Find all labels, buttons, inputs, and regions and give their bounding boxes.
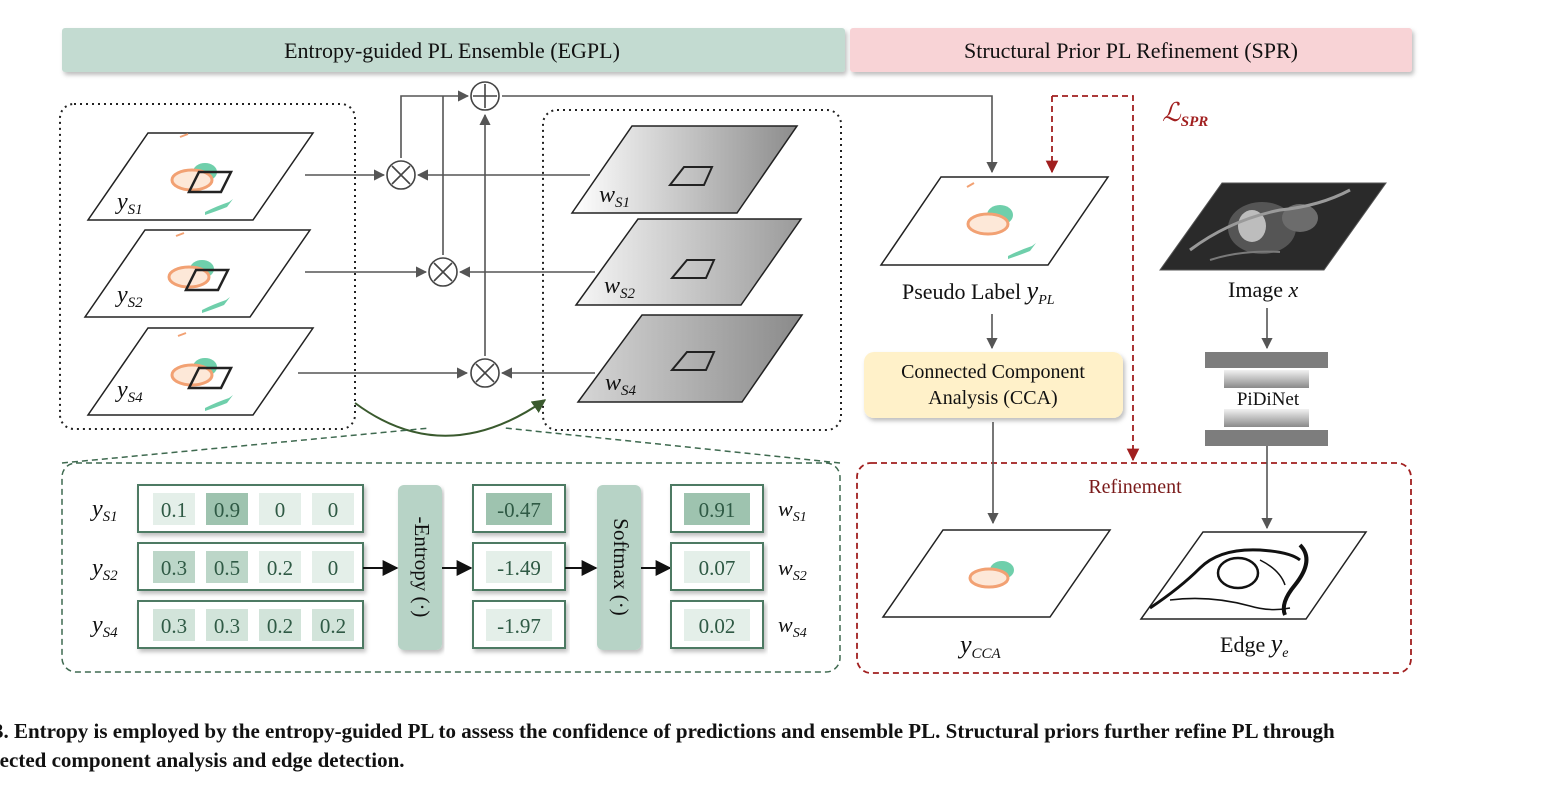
weight-value: 0.07 [699, 556, 736, 580]
edge-caption: Edge ye [1220, 629, 1288, 661]
table-wlabel-s4: wS4 [778, 612, 807, 641]
weight-map-s2: wS2 [574, 218, 803, 306]
entropy-op-label: -Entropy (·) [410, 517, 434, 618]
ensemble-arrows [298, 90, 998, 379]
prob-cell: 0.2 [267, 614, 293, 638]
figure-caption: 3. Entropy is employed by the entropy-gu… [0, 717, 1557, 775]
prediction-map-s1: yS1 [86, 132, 315, 221]
prob-cell: 0.3 [214, 614, 240, 638]
refinement-frame [856, 462, 1412, 674]
pidinet-block: PiDiNet [1205, 352, 1328, 446]
table-row-label-s1: yS1 [90, 496, 118, 525]
prob-cell: 0 [328, 556, 339, 580]
label-w-s1: wS1 [599, 182, 630, 211]
egpl-spr-diagram: Entropy-guided PL Ensemble (EGPL) Struct… [59, 28, 1412, 674]
table-row-label-s4: yS4 [90, 612, 118, 641]
egpl-header: Entropy-guided PL Ensemble (EGPL) [62, 28, 845, 72]
weight-value: 0.02 [699, 614, 736, 638]
table-wlabel-s1: wS1 [778, 496, 807, 525]
refinement-label: Refinement [1088, 476, 1182, 498]
weight-value: 0.91 [699, 498, 736, 522]
label-w-s2: wS2 [604, 273, 636, 302]
prediction-map-s2: yS2 [83, 229, 312, 318]
prob-cell: 0 [275, 498, 286, 522]
edge-output-map [1139, 531, 1368, 620]
mri-image [1159, 182, 1387, 271]
student-predictions-frame [59, 103, 356, 430]
prediction-map-s4: yS4 [86, 327, 315, 416]
entropy-values: -0.47 -1.49 -1.97 [472, 484, 566, 649]
y-cca-caption: yCCA [957, 630, 1002, 662]
weight-map-s1: wS1 [570, 125, 799, 214]
add-op [470, 81, 500, 111]
entropy-op-box: -Entropy (·) [398, 485, 442, 650]
entropy-arc-arrow [354, 399, 547, 437]
table-row-label-s2: yS2 [90, 555, 118, 584]
cca-line1: Connected Component [901, 361, 1085, 383]
weight-map-s4: wS4 [576, 314, 804, 403]
entropy-value: -0.47 [497, 498, 541, 522]
prob-row-s1: 0.1 0.9 0 0 [137, 484, 364, 533]
caption-line-2: nected component analysis and edge detec… [0, 748, 405, 772]
spr-header-title: Structural Prior PL Refinement (SPR) [964, 38, 1298, 63]
pidinet-label: PiDiNet [1237, 389, 1300, 410]
prob-cell: 0.9 [214, 498, 240, 522]
prob-cell: 0.3 [161, 614, 187, 638]
table-wlabel-s2: wS2 [778, 555, 807, 584]
pseudo-label-caption: Pseudo Label yPL [902, 276, 1055, 308]
softmax-op-box: Softmax (·) [597, 485, 641, 650]
softmax-op-label: Softmax (·) [609, 518, 633, 615]
prob-cell: 0.1 [161, 498, 187, 522]
cca-box: Connected Component Analysis (CCA) [864, 352, 1123, 418]
prob-cell: 0.5 [214, 556, 240, 580]
prob-cell: 0 [328, 498, 339, 522]
prob-cell: 0.2 [267, 556, 293, 580]
prob-row-s2: 0.3 0.5 0.2 0 [137, 542, 364, 591]
prob-cell: 0.3 [161, 556, 187, 580]
pseudo-label-map [879, 176, 1110, 266]
spr-loss-path [1045, 95, 1140, 462]
prob-row-s4: 0.3 0.3 0.2 0.2 [137, 600, 364, 649]
label-y-s1: yS1 [115, 189, 143, 218]
spr-header: Structural Prior PL Refinement (SPR) [850, 28, 1412, 72]
entropy-value: -1.49 [497, 556, 541, 580]
label-w-s4: wS4 [605, 370, 637, 399]
weight-values: 0.91 0.07 0.02 [670, 484, 764, 649]
detail-panel [61, 427, 841, 673]
caption-line-1: 3. Entropy is employed by the entropy-gu… [0, 719, 1335, 743]
image-x-caption: Image x [1228, 277, 1298, 302]
label-y-s4: yS4 [115, 377, 143, 406]
label-y-s2: yS2 [115, 282, 143, 311]
egpl-header-title: Entropy-guided PL Ensemble (EGPL) [284, 38, 620, 63]
entropy-value: -1.97 [497, 614, 541, 638]
cca-output-map [881, 529, 1112, 618]
loss-spr-label: ℒSPR [1162, 98, 1208, 130]
multiply-op-s1 [386, 160, 416, 190]
prob-cell: 0.2 [320, 614, 346, 638]
multiply-op-s4 [470, 358, 500, 388]
cca-line2: Analysis (CCA) [928, 387, 1057, 409]
multiply-op-s2 [428, 257, 458, 287]
